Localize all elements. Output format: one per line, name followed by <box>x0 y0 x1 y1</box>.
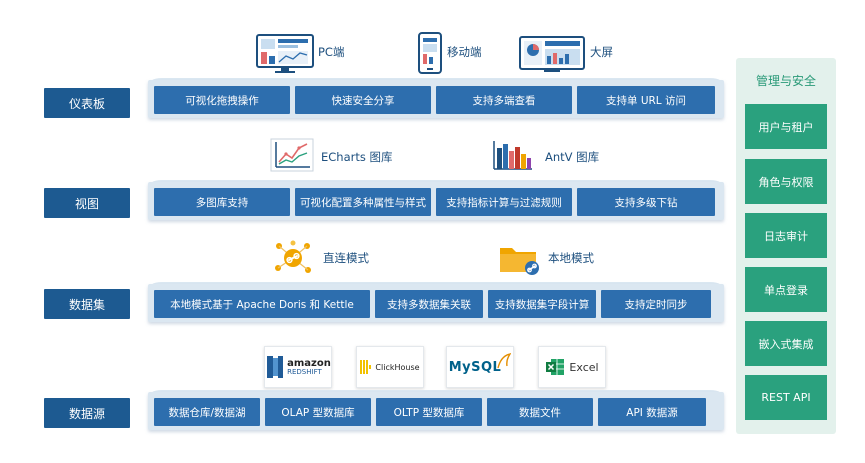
layer-label-dashboard: 仪表板 <box>44 88 130 118</box>
icon-label-mobile: 移动端 <box>447 45 482 59</box>
mysql-text: MySQL <box>448 359 502 375</box>
mysql-logo: MySQL <box>446 346 514 388</box>
icon-label-echarts: ECharts 图库 <box>321 150 393 164</box>
capability-box: 数据文件 <box>487 398 593 426</box>
panel-item-rest-api: REST API <box>745 375 827 420</box>
panel-item-users: 用户与租户 <box>745 104 827 149</box>
clickhouse-text: ClickHouse <box>375 362 420 372</box>
capability-box: 支持多数据集关联 <box>375 290 483 318</box>
dashboard-layer: 可视化拖拽操作 快速安全分享 支持多端查看 支持单 URL 访问 <box>148 70 724 118</box>
panel-item-embedded: 嵌入式集成 <box>745 321 827 366</box>
layer-label-dataset: 数据集 <box>44 289 130 319</box>
redshift-top-text: amazon <box>287 357 331 369</box>
capability-box: OLAP 型数据库 <box>265 398 371 426</box>
capability-box: 支持单 URL 访问 <box>577 86 715 114</box>
excel-text: Excel <box>569 360 599 374</box>
pc-monitor-icon <box>256 34 314 73</box>
bar-chart-icon <box>493 141 532 170</box>
capability-box: 可视化配置多种属性与样式 <box>295 188 431 216</box>
panel-title: 管理与安全 <box>755 74 816 88</box>
capability-box: API 数据源 <box>598 398 706 426</box>
redshift-icon <box>267 356 284 378</box>
capability-box: 支持多级下钻 <box>577 188 715 216</box>
layer-label-view: 视图 <box>44 188 130 218</box>
icon-label-local: 本地模式 <box>548 251 594 265</box>
capability-box: 快速安全分享 <box>295 86 431 114</box>
icon-label-bigscreen: 大屏 <box>590 45 613 59</box>
line-chart-icon <box>270 138 314 172</box>
icon-label-direct: 直连模式 <box>323 251 369 265</box>
capability-box: 多图库支持 <box>154 188 290 216</box>
panel-item-roles: 角色与权限 <box>745 159 827 204</box>
layer-label-datasource: 数据源 <box>44 398 130 428</box>
panel-item-audit: 日志审计 <box>745 213 827 258</box>
management-security-panel: 管理与安全 用户与租户 角色与权限 日志审计 单点登录 嵌入式集成 REST A… <box>736 58 836 434</box>
mobile-phone-icon <box>418 32 442 74</box>
view-layer: 多图库支持 可视化配置多种属性与样式 支持指标计算与过滤规则 支持多级下钻 <box>148 172 724 220</box>
datasource-layer: 数据仓库/数据湖 OLAP 型数据库 OLTP 型数据库 数据文件 API 数据… <box>148 382 724 430</box>
capability-box: 数据仓库/数据湖 <box>154 398 260 426</box>
capability-box: 本地模式基于 Apache Doris 和 Kettle <box>154 290 370 318</box>
view-items: 多图库支持 可视化配置多种属性与样式 支持指标计算与过滤规则 支持多级下钻 <box>154 188 718 216</box>
big-screen-icon <box>519 36 585 72</box>
capability-box: 可视化拖拽操作 <box>154 86 290 114</box>
dataset-layer: 本地模式基于 Apache Doris 和 Kettle 支持多数据集关联 支持… <box>148 274 724 322</box>
clickhouse-logo: ClickHouse <box>356 346 424 388</box>
icon-label-pc: PC端 <box>318 45 345 59</box>
dataset-items: 本地模式基于 Apache Doris 和 Kettle 支持多数据集关联 支持… <box>154 290 718 318</box>
capability-box: 支持数据集字段计算 <box>488 290 596 318</box>
capability-box: 支持多端查看 <box>436 86 572 114</box>
panel-item-sso: 单点登录 <box>745 267 827 312</box>
clickhouse-icon <box>360 360 372 374</box>
direct-link-icon <box>275 240 311 273</box>
capability-box: 支持定时同步 <box>601 290 711 318</box>
capability-box: 支持指标计算与过滤规则 <box>436 188 572 216</box>
redshift-logo: amazon REDSHIFT <box>264 346 332 388</box>
capability-box: OLTP 型数据库 <box>376 398 482 426</box>
excel-icon <box>546 359 565 375</box>
dolphin-icon <box>497 353 512 369</box>
folder-link-icon <box>500 248 539 275</box>
dashboard-items: 可视化拖拽操作 快速安全分享 支持多端查看 支持单 URL 访问 <box>154 86 718 114</box>
redshift-bottom-text: REDSHIFT <box>287 367 322 376</box>
datasource-items: 数据仓库/数据湖 OLAP 型数据库 OLTP 型数据库 数据文件 API 数据… <box>154 398 718 426</box>
excel-logo: Excel <box>538 346 606 388</box>
icon-label-antv: AntV 图库 <box>545 150 600 164</box>
